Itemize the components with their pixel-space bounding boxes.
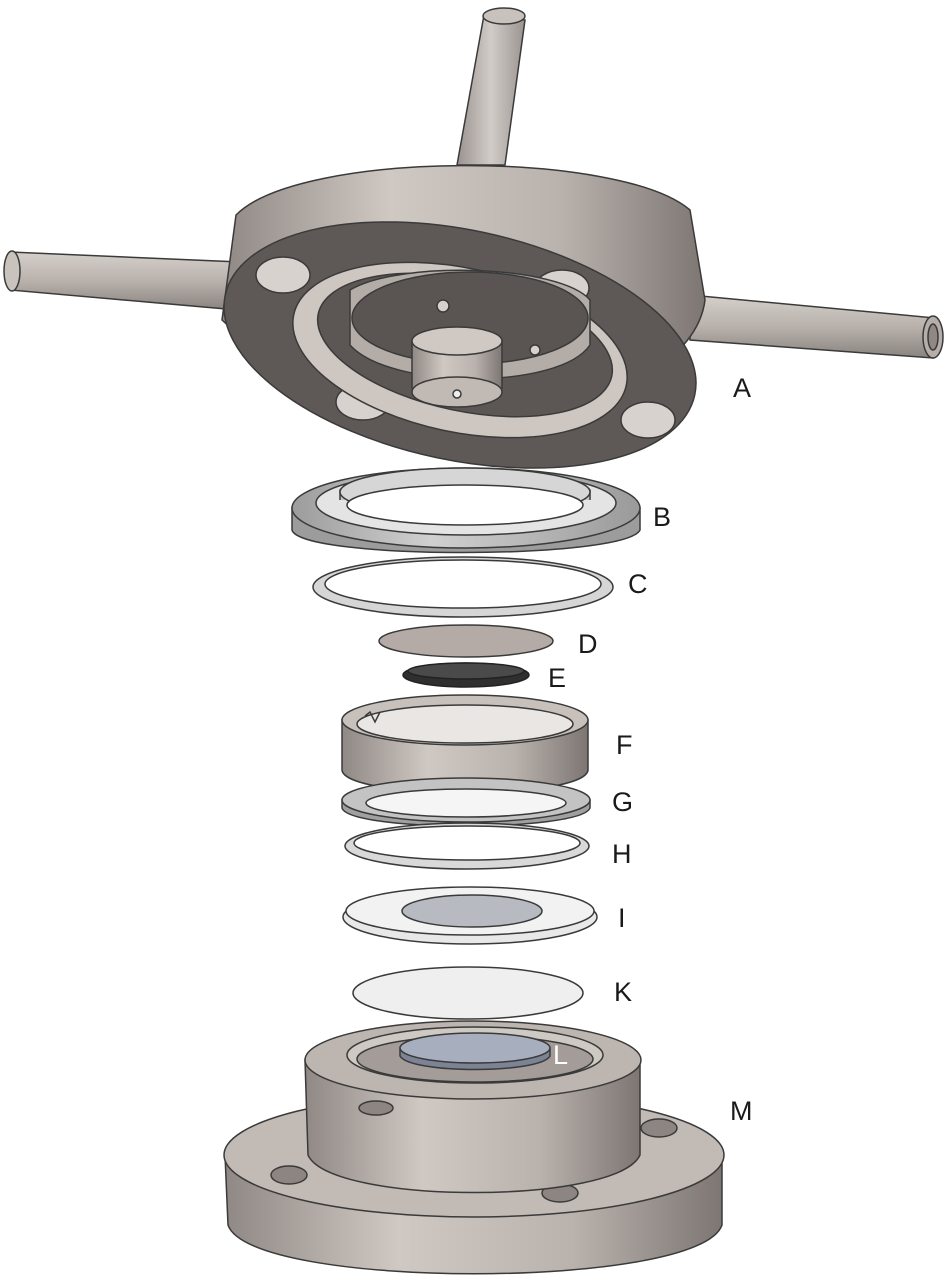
- part-f-spacer-ring: [341, 694, 589, 794]
- label-k: K: [614, 977, 633, 1007]
- part-b-retaining-ring: [291, 467, 641, 554]
- part-g-ring: [341, 777, 591, 827]
- part-a-vertical-tube: [456, 14, 526, 166]
- label-f: F: [616, 730, 633, 760]
- label-c: C: [628, 569, 648, 599]
- label-g: G: [612, 787, 634, 817]
- part-m-base: [223, 1020, 725, 1275]
- part-k-disc: [352, 966, 584, 1020]
- part-a-right-tube: [689, 294, 936, 359]
- label-d: D: [578, 629, 598, 659]
- label-h: H: [612, 839, 632, 869]
- part-a-top-cap: [3, 7, 944, 469]
- label-e: E: [548, 663, 567, 693]
- label-b: B: [653, 502, 672, 532]
- label-a: A: [733, 373, 752, 403]
- part-a-left-tube: [9, 251, 241, 311]
- part-l-membrane: [399, 1032, 551, 1071]
- part-d-disc: [378, 624, 554, 658]
- part-e-disc: [402, 662, 530, 688]
- label-i: I: [618, 903, 626, 933]
- part-i-gasket: [342, 886, 598, 945]
- label-m: M: [730, 1096, 753, 1126]
- part-h-o-ring: [344, 822, 590, 870]
- part-c-o-ring: [312, 556, 614, 618]
- label-l: L: [553, 1040, 569, 1070]
